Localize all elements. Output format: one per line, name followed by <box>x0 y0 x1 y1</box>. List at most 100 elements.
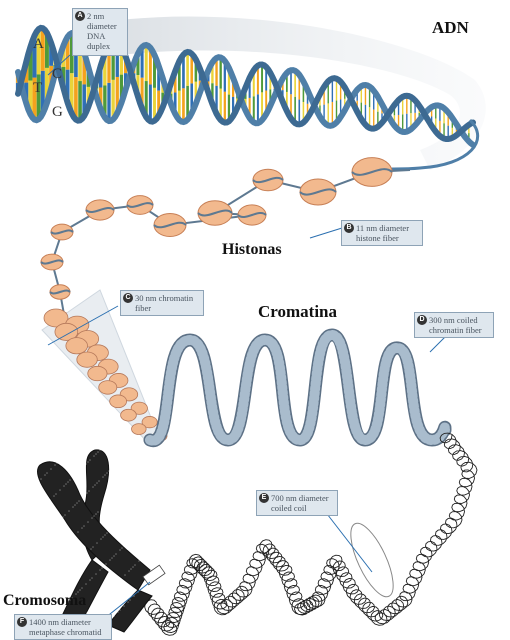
chromatin-speckle <box>81 587 83 589</box>
chromatin-speckle <box>146 612 148 614</box>
chromatin-speckle <box>41 567 43 569</box>
chromatin-speckle <box>102 536 104 538</box>
chromatin-speckle <box>76 502 78 504</box>
chromatin-speckle <box>43 565 45 567</box>
chromatin-speckle <box>56 462 58 464</box>
chromatin-speckle <box>135 533 137 535</box>
chromatin-speckle <box>67 481 69 483</box>
chromatin-speckle <box>109 559 111 561</box>
chromatin-speckle <box>49 499 51 501</box>
callout-badge-e: E <box>259 493 269 503</box>
chromatin-speckle <box>152 546 154 548</box>
chromatin-speckle <box>129 539 131 541</box>
chromatin-speckle <box>88 490 90 492</box>
chromatin-speckle <box>97 511 99 513</box>
callout-e-coiled-coil: E 700 nm diameter coiled coil <box>256 490 338 516</box>
dna-wrap <box>50 229 74 235</box>
chromatin-speckle <box>79 469 81 471</box>
chromatin-speckle <box>53 555 55 557</box>
chromatin-speckle <box>114 464 116 466</box>
chromatin-speckle <box>53 495 55 497</box>
chromatin-speckle <box>107 501 109 503</box>
chromatin-speckle <box>113 615 115 617</box>
chromatin-speckle <box>133 535 135 537</box>
chromatin-speckle <box>48 590 50 592</box>
chromatin-speckle <box>148 610 150 612</box>
chromatin-speckle <box>136 622 138 624</box>
dna-double-helix <box>15 24 480 172</box>
chromatin-speckle <box>46 592 48 594</box>
nucleosome <box>120 408 137 422</box>
chromatin-speckle <box>83 525 85 527</box>
chromatin-speckle <box>134 504 136 506</box>
chromatin-speckle <box>92 546 94 548</box>
chromatin-speckle <box>56 582 58 584</box>
chromatin-speckle <box>121 547 123 549</box>
chromatin-speckle <box>40 538 42 540</box>
chromatin-speckle <box>142 556 144 558</box>
chromatin-speckle <box>121 487 123 489</box>
coiled-chromatin-fiber-core <box>145 329 450 446</box>
chromatin-speckle <box>111 557 113 559</box>
chromatin-speckle <box>95 453 97 455</box>
chromatin-speckle <box>47 561 49 563</box>
chromatin-speckle <box>151 517 153 519</box>
chromatin-speckle <box>134 564 136 566</box>
chromatin-speckle <box>39 509 41 511</box>
nucleosome <box>65 337 88 355</box>
chromatin-speckle <box>111 497 113 499</box>
chromatin-speckle <box>113 555 115 557</box>
chromatin-speckle <box>118 460 120 462</box>
chromatin-speckle <box>114 584 116 586</box>
chromatin-speckle <box>57 611 59 613</box>
chromatin-speckle <box>137 471 139 473</box>
chromatin-speckle <box>89 459 91 461</box>
chromatin-speckle <box>65 483 67 485</box>
chromatin-speckle <box>52 526 54 528</box>
chromatin-speckle <box>87 461 89 463</box>
dna-wrap <box>252 176 284 184</box>
chromatin-speckle <box>43 505 45 507</box>
chromatin-30nm-fiber <box>43 308 168 442</box>
chromatin-speckle <box>73 535 75 537</box>
chromatin-speckle <box>144 494 146 496</box>
callout-a-line4: duplex <box>87 41 111 51</box>
chromatin-speckle <box>129 599 131 601</box>
dna-wrap <box>237 212 267 218</box>
chromatin-speckle <box>58 460 60 462</box>
chromatin-speckle <box>40 598 42 600</box>
callout-d-300nm-fiber: D 300 nm coiled chromatin fiber <box>414 312 494 338</box>
chromatin-speckle <box>85 463 87 465</box>
chromatin-speckle <box>64 514 66 516</box>
chromatin-speckle <box>106 472 108 474</box>
chromatin-speckle <box>67 541 69 543</box>
callout-a-line3: DNA <box>87 31 106 41</box>
chromatin-speckle <box>106 532 108 534</box>
callout-badge-f: F <box>17 617 27 627</box>
chromatin-speckle <box>153 515 155 517</box>
chromatin-speckle <box>141 527 143 529</box>
chromatin-speckle <box>131 477 133 479</box>
chromatin-speckle <box>51 557 53 559</box>
chromatin-speckle <box>127 601 129 603</box>
dna-wrap <box>299 188 337 196</box>
chromatin-speckle <box>96 482 98 484</box>
chromatin-speckle <box>98 600 100 602</box>
chromatin-speckle <box>83 465 85 467</box>
chromatin-speckle <box>154 484 156 486</box>
nucleosome <box>141 416 158 429</box>
chromatin-speckle <box>55 493 57 495</box>
chromatin-speckle <box>127 481 129 483</box>
dna-wrap <box>351 168 393 176</box>
chromatin-speckle <box>60 578 62 580</box>
base-label-g: G <box>52 104 63 120</box>
chromatin-speckle <box>150 488 152 490</box>
chromatin-speckle <box>104 594 106 596</box>
chromatin-speckle <box>151 457 153 459</box>
chromatin-speckle <box>75 473 77 475</box>
chromatin-speckle <box>156 482 158 484</box>
chromatin-speckle <box>140 498 142 500</box>
chromatin-speckle <box>72 566 74 568</box>
coiled-coil-strand <box>144 432 478 636</box>
chromatin-speckle <box>78 500 80 502</box>
